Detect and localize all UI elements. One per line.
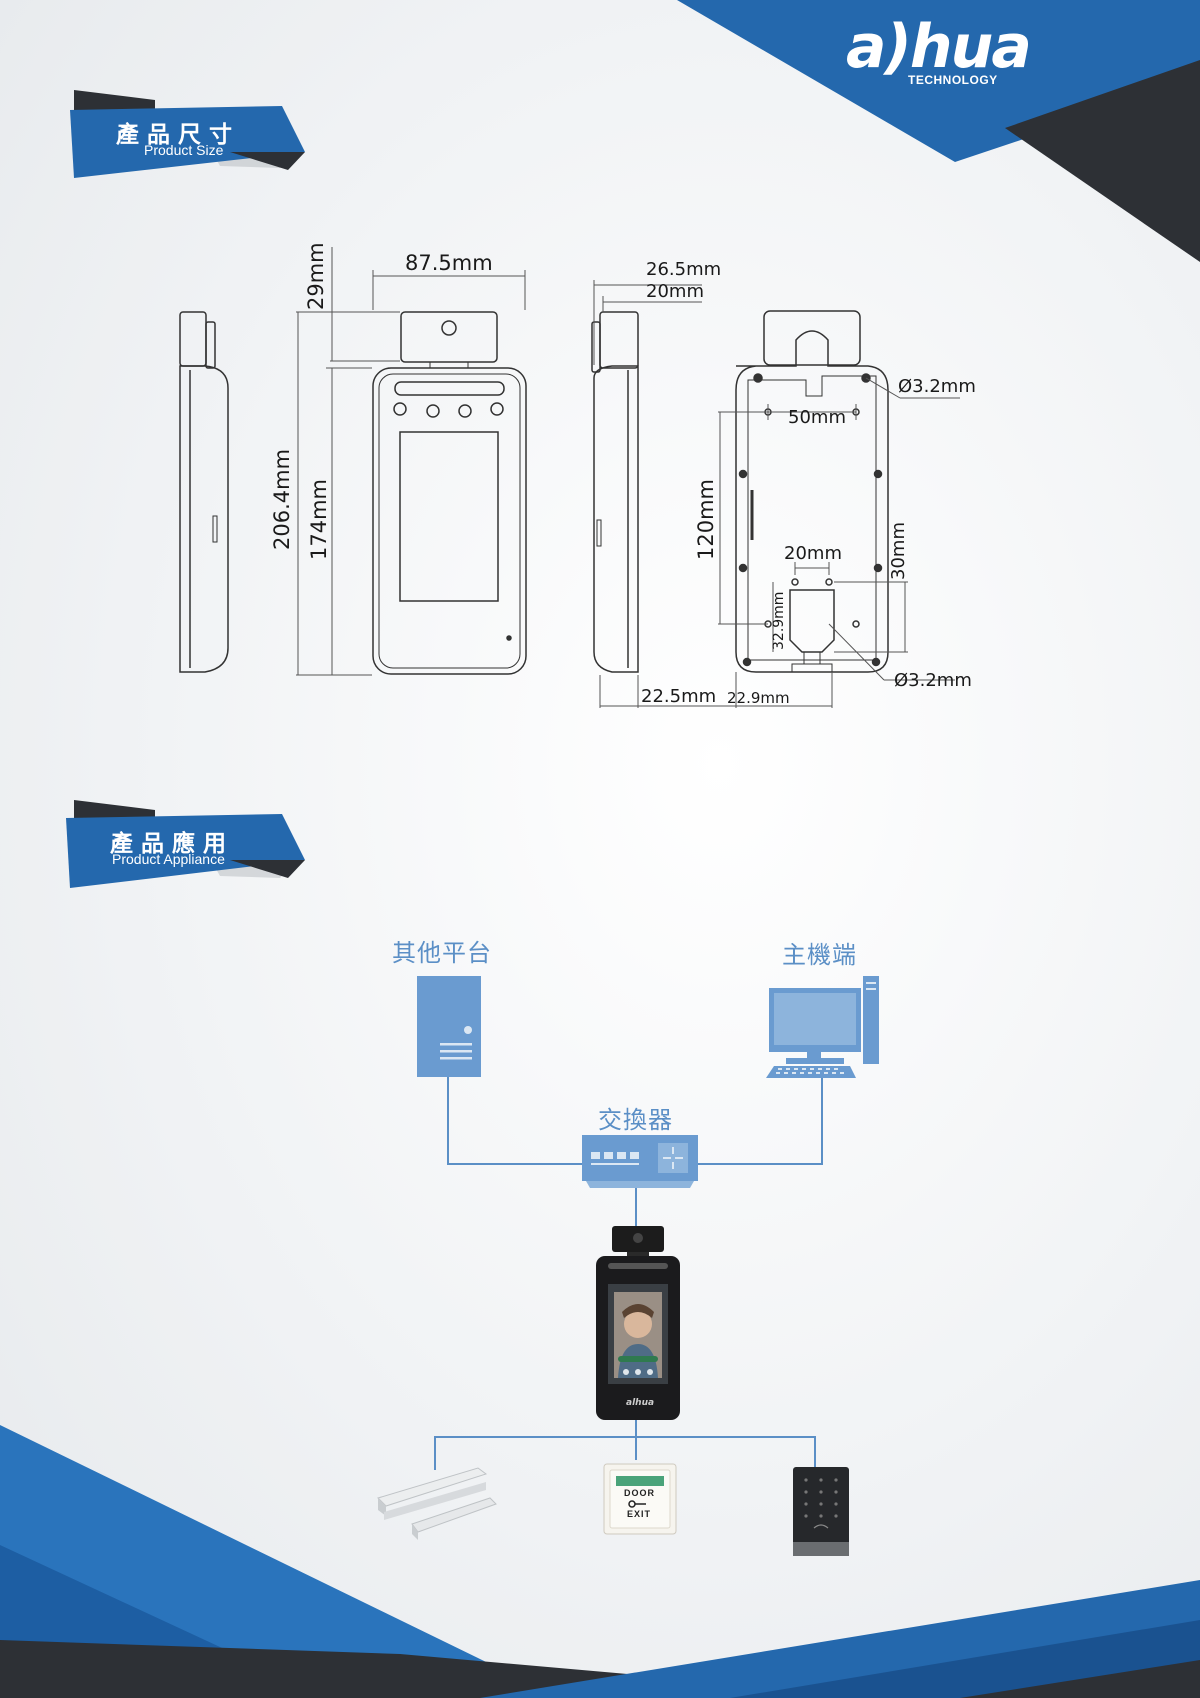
device-brand-mark: alhua bbox=[626, 1398, 655, 1408]
section-ribbon-appliance: 產品應用 Product Appliance bbox=[60, 798, 320, 898]
exit-label: EXIT bbox=[627, 1509, 652, 1519]
computer-icon bbox=[766, 976, 879, 1078]
server-icon bbox=[417, 976, 481, 1077]
back-view bbox=[712, 310, 960, 708]
dim-depth-mid-label: 20mm bbox=[646, 281, 704, 302]
magnetic-lock-icon bbox=[377, 1467, 497, 1540]
dim-hole-spacing-top-label: 50mm bbox=[788, 407, 846, 428]
ribbon-shape bbox=[66, 800, 305, 888]
section-subtitle-size: Product Size bbox=[144, 142, 224, 158]
face-terminal-device bbox=[596, 1226, 680, 1420]
dim-offset-bottom-label: 22.9mm bbox=[727, 689, 790, 707]
brand-logo: a)hua TECHNOLOGY bbox=[846, 12, 1076, 90]
label-other-platform: 其他平台 bbox=[392, 939, 492, 967]
dim-width-label: 87.5mm bbox=[405, 251, 493, 275]
brand-tagline: TECHNOLOGY bbox=[908, 73, 998, 87]
dim-depth-bottom-label: 22.5mm bbox=[641, 686, 717, 707]
side-view-right bbox=[591, 280, 712, 708]
dim-hole-top-label: Ø3.2mm bbox=[898, 376, 976, 397]
dim-depth-top-label: 26.5mm bbox=[646, 259, 722, 280]
network-switch-icon bbox=[582, 1135, 698, 1188]
label-host: 主機端 bbox=[782, 941, 857, 969]
section-ribbon-size: 產品尺寸 Product Size bbox=[60, 88, 320, 188]
dim-hole-spacing-low-label: 20mm bbox=[784, 543, 842, 564]
section-title-appliance: 產品應用 bbox=[110, 831, 234, 857]
section-title-size: 產品尺寸 bbox=[116, 122, 240, 148]
door-label: DOOR bbox=[624, 1488, 655, 1498]
ribbon-shape bbox=[70, 90, 305, 178]
door-exit-button-icon bbox=[603, 1463, 677, 1535]
connection-lines bbox=[434, 1076, 823, 1470]
front-view bbox=[296, 247, 527, 676]
card-reader-icon bbox=[793, 1467, 849, 1556]
side-view-left bbox=[179, 311, 229, 673]
dim-hole-bottom-label: Ø3.2mm bbox=[894, 670, 972, 691]
brand-logo-text: a)hua bbox=[846, 12, 1032, 82]
label-switch: 交換器 bbox=[598, 1106, 673, 1134]
dimension-drawing bbox=[179, 247, 960, 708]
section-subtitle-appliance: Product Appliance bbox=[112, 851, 225, 867]
